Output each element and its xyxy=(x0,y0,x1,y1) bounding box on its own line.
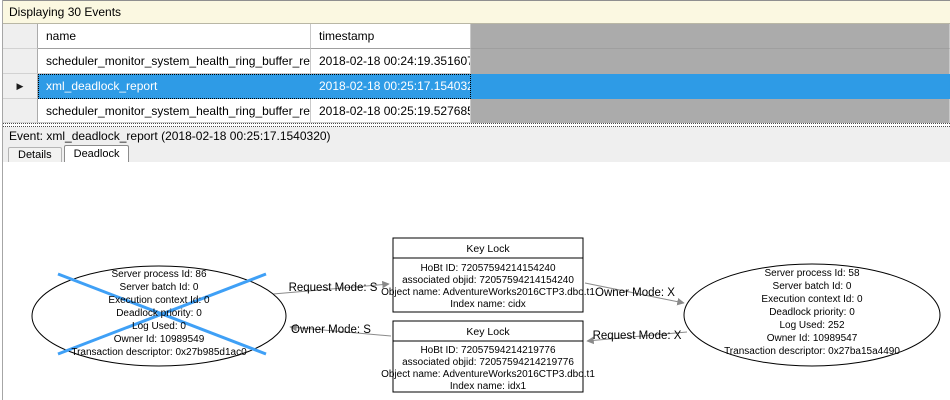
cell-name[interactable]: scheduler_monitor_system_health_ring_buf… xyxy=(38,49,311,74)
events-grid: name timestamp scheduler_monitor_system_… xyxy=(3,24,950,123)
row-selector[interactable]: ▶ xyxy=(3,74,38,99)
resource-node-keylock-top: Key Lock HoBt ID: 72057594214154240 asso… xyxy=(381,237,595,313)
resource-attr: HoBt ID: 72057594214219776 xyxy=(420,345,556,356)
cell-name[interactable]: xml_deadlock_report xyxy=(38,74,311,99)
process-attr: Deadlock priority: 0 xyxy=(116,308,202,319)
tab-strip: Details Deadlock xyxy=(3,145,950,162)
edge-owner-s: Owner Mode: S xyxy=(289,323,392,337)
table-row[interactable]: ▶ xml_deadlock_report 2018-02-18 00:25:1… xyxy=(3,74,950,99)
process-attr: Log Used: 0 xyxy=(132,321,186,332)
edge-request-s: Request Mode: S xyxy=(272,280,390,295)
resource-attr: Index name: idx1 xyxy=(450,381,527,392)
resource-attr: associated objid: 72057594214219776 xyxy=(402,357,574,368)
process-attr: Execution context Id: 0 xyxy=(761,294,863,305)
event-caption-label: Event: xml_deadlock_report (2018-02-18 0… xyxy=(9,129,331,143)
row-selector[interactable] xyxy=(3,49,38,74)
resource-title: Key Lock xyxy=(466,243,510,255)
resource-rect xyxy=(392,237,584,313)
window-left-border xyxy=(2,0,3,400)
process-attr: Execution context Id: 0 xyxy=(108,295,210,306)
grid-corner-cell[interactable] xyxy=(3,24,38,49)
column-header-name[interactable]: name xyxy=(38,24,311,49)
cell-name[interactable]: scheduler_monitor_system_health_ring_buf… xyxy=(38,99,311,123)
process-attr: Server batch Id: 0 xyxy=(120,282,199,293)
splitter-handle[interactable] xyxy=(3,123,950,127)
row-filler xyxy=(471,99,950,123)
resource-attr: Object name: AdventureWorks2016CTP3.dbo.… xyxy=(381,369,595,380)
process-attr: Transaction descriptor: 0x27b985d1ac0 xyxy=(71,347,247,358)
cell-timestamp[interactable]: 2018-02-18 00:25:17.1540320 xyxy=(311,74,471,99)
process-attr: Transaction descriptor: 0x27ba15a4490 xyxy=(724,346,900,357)
row-filler xyxy=(471,74,950,99)
edge-label: Request Mode: X xyxy=(593,330,682,342)
process-node-owner: Server process Id: 58 Server batch Id: 0… xyxy=(683,263,941,367)
table-row[interactable]: scheduler_monitor_system_health_ring_buf… xyxy=(3,99,950,123)
resource-attr: Index name: cidx xyxy=(450,299,526,310)
process-attr: Owner Id: 10989547 xyxy=(767,333,858,344)
grid-header-filler xyxy=(471,24,950,49)
column-header-timestamp[interactable]: timestamp xyxy=(311,24,471,49)
process-attr: Owner Id: 10989549 xyxy=(114,334,205,345)
tab-deadlock[interactable]: Deadlock xyxy=(63,145,130,162)
tab-details[interactable]: Details xyxy=(8,147,62,162)
row-filler xyxy=(471,49,950,74)
cell-timestamp[interactable]: 2018-02-18 00:25:19.5276859 xyxy=(311,99,471,123)
edge-owner-x: Owner Mode: X xyxy=(584,282,685,306)
edge-request-x: Request Mode: X xyxy=(586,330,688,345)
process-attr: Server process Id: 58 xyxy=(764,268,859,279)
cell-timestamp[interactable]: 2018-02-18 00:24:19.3516078 xyxy=(311,49,471,74)
resource-node-keylock-bottom: Key Lock HoBt ID: 72057594214219776 asso… xyxy=(381,320,595,393)
resource-title: Key Lock xyxy=(466,326,510,338)
deadlock-graph: Request Mode: S Owner Mode: S Owner Mode… xyxy=(31,237,941,393)
resource-attr: associated objid: 72057594214154240 xyxy=(402,275,574,286)
edge-label: Request Mode: S xyxy=(289,282,378,294)
row-selector[interactable] xyxy=(3,99,38,123)
process-attr: Deadlock priority: 0 xyxy=(769,307,855,318)
events-count-label: Displaying 30 Events xyxy=(9,5,122,19)
resource-attr: Object name: AdventureWorks2016CTP3.dbo.… xyxy=(381,287,595,298)
grid-header-row: name timestamp xyxy=(3,24,950,49)
table-row[interactable]: scheduler_monitor_system_health_ring_buf… xyxy=(3,49,950,74)
edge-label: Owner Mode: S xyxy=(291,324,371,336)
current-row-arrow-icon: ▶ xyxy=(16,80,24,91)
process-attr: Server process Id: 86 xyxy=(111,269,206,280)
deadlock-graph-panel: Request Mode: S Owner Mode: S Owner Mode… xyxy=(3,162,950,400)
process-ellipse xyxy=(683,263,941,367)
edge-label: Owner Mode: X xyxy=(595,287,675,299)
process-attr: Server batch Id: 0 xyxy=(773,281,852,292)
process-node-victim: Server process Id: 86 Server batch Id: 0… xyxy=(31,265,287,367)
process-attr: Log Used: 252 xyxy=(779,320,844,331)
resource-attr: HoBt ID: 72057594214154240 xyxy=(420,263,556,274)
victim-cross-line xyxy=(57,272,267,356)
resource-rect xyxy=(392,320,584,393)
event-caption-bar: Event: xml_deadlock_report (2018-02-18 0… xyxy=(3,127,950,145)
events-count-bar: Displaying 30 Events xyxy=(3,0,950,24)
